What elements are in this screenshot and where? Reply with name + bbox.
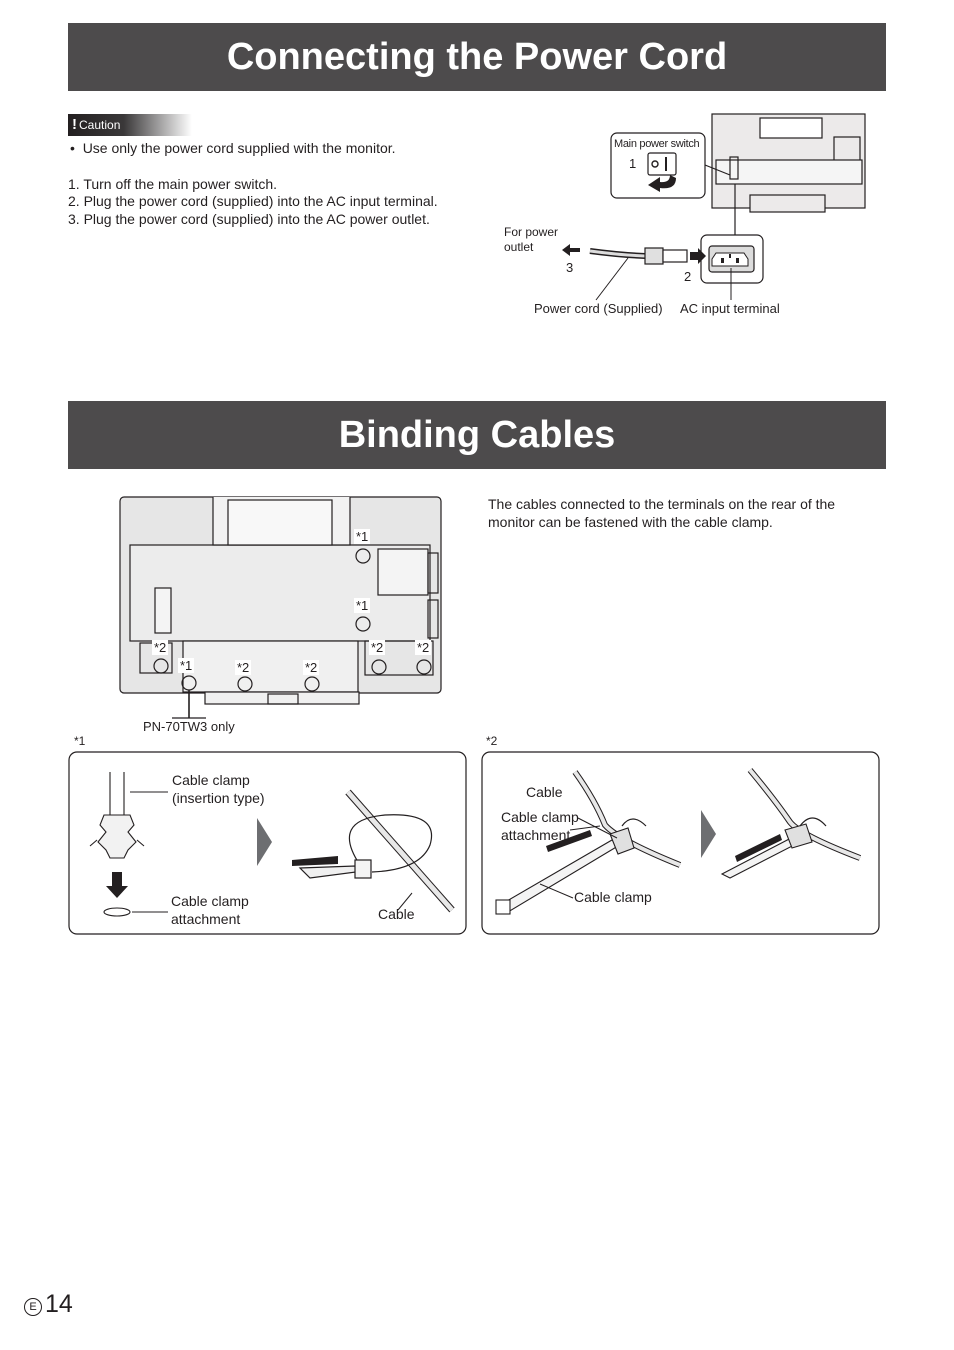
caution-bullet-text: Use only the power cord supplied with th… — [82, 140, 396, 156]
panel2-label: *2 — [486, 734, 498, 748]
main-power-switch-label: Main power switch — [614, 138, 700, 150]
language-badge: E — [24, 1298, 42, 1316]
push-arrow-icon — [546, 830, 592, 852]
step-3: 3. Plug the power cord (supplied) into t… — [68, 211, 430, 227]
curved-arrow-icon — [648, 175, 676, 192]
down-arrow-icon — [106, 872, 128, 898]
panel2-cable-label: Cable — [526, 784, 563, 800]
section-title-power-cord: Connecting the Power Cord — [68, 23, 886, 91]
cable-clamp-panels — [68, 751, 880, 935]
step3-marker: 3 — [566, 260, 574, 275]
exclamation-icon: ! — [72, 116, 77, 133]
clamp-marker: *1 — [354, 598, 371, 613]
power-connection-diagram — [562, 113, 866, 301]
step-arrow-icon — [701, 810, 716, 858]
clamp-marker: *2 — [235, 660, 252, 675]
panel1-cable-label: Cable — [378, 906, 415, 922]
step2-marker: 2 — [684, 269, 692, 284]
for-power-label: For power — [504, 225, 559, 239]
page-number: 14 — [45, 1290, 73, 1318]
clamp-marker: *2 — [152, 640, 169, 655]
clamp-marker: *1 — [178, 658, 195, 673]
power-cord-label: Power cord (Supplied) — [534, 301, 663, 316]
bullet-icon: • — [70, 140, 75, 156]
section-title-binding-cables: Binding Cables — [68, 401, 886, 469]
cable-clamp-insertion-label-1: Cable clamp — [172, 772, 250, 788]
panel2-attachment-label-2: attachment — [501, 827, 571, 843]
cable-clamp-insertion-label-2: (insertion type) — [172, 790, 265, 806]
clamp-marker: *1 — [354, 529, 371, 544]
panel2-attachment-label-1: Cable clamp — [501, 809, 579, 825]
caution-bullet: • Use only the power cord supplied with … — [70, 139, 396, 157]
caution-badge: !Caution — [68, 114, 192, 136]
panel1-attachment-label-1: Cable clamp — [171, 893, 249, 909]
caution-label: Caution — [79, 118, 121, 132]
pull-arrow-icon — [735, 834, 782, 862]
outlet-label: outlet — [504, 240, 534, 254]
pn-note: PN-70TW3 only — [143, 719, 235, 734]
clamp-marker: *2 — [415, 640, 432, 655]
binding-description-line1: The cables connected to the terminals on… — [488, 496, 836, 512]
binding-description-line2: monitor can be fastened with the cable c… — [488, 514, 773, 530]
clamp-marker: *2 — [369, 640, 386, 655]
panel2-clamp-label: Cable clamp — [574, 889, 652, 905]
step-2: 2. Plug the power cord (supplied) into t… — [68, 193, 438, 209]
step-arrow-icon — [257, 818, 272, 866]
pull-arrow-icon — [292, 856, 338, 866]
panel1-label: *1 — [74, 734, 86, 748]
clamp-marker: *2 — [303, 660, 320, 675]
monitor-rear-diagram — [119, 496, 442, 719]
outlet-arrow-icon — [562, 244, 580, 256]
panel1-attachment-label-2: attachment — [171, 911, 241, 927]
step1-marker: 1 — [629, 156, 637, 171]
step-1: 1. Turn off the main power switch. — [68, 176, 278, 192]
plug-arrow-icon — [690, 248, 706, 264]
ac-input-label: AC input terminal — [680, 301, 780, 316]
